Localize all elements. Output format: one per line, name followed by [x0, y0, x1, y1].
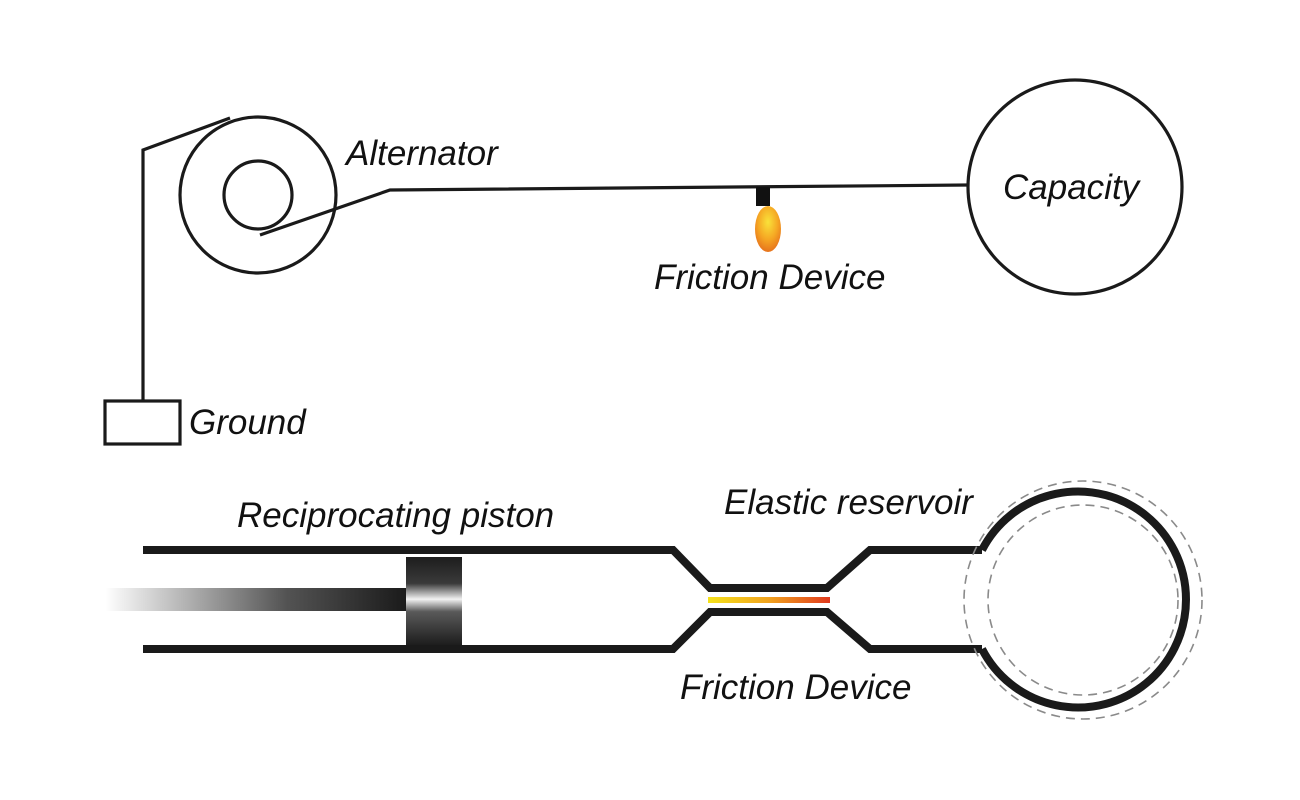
ground-label: Ground [189, 403, 307, 442]
bulb-icon [755, 187, 781, 252]
reciprocating-piston-label: Reciprocating piston [237, 496, 554, 535]
friction-device-label-bottom: Friction Device [680, 668, 911, 707]
friction-strip [708, 597, 830, 603]
reservoir-contracted-outline [987, 504, 1179, 696]
electrical-circuit: Alternator Capacity Friction Device Grou… [103, 78, 1184, 446]
capacity-circle [966, 78, 1184, 296]
reservoir-expanded-outline [963, 480, 1203, 720]
pipe-lower-wall [143, 608, 982, 653]
alternator-inner-coil [222, 159, 294, 231]
hydraulic-circuit: Reciprocating piston Elastic reservoir F… [105, 480, 1203, 720]
ground-box [103, 399, 182, 446]
alternator-outer-coil [178, 115, 338, 275]
piston-rod [105, 588, 407, 611]
elastic-reservoir-label: Elastic reservoir [724, 483, 974, 522]
friction-device-label-top: Friction Device [654, 258, 885, 297]
alternator-label: Alternator [344, 134, 499, 173]
capacity-label: Capacity [1003, 168, 1142, 207]
circuit-wire [259, 183, 969, 237]
ground-wire [141, 116, 231, 401]
reciprocating-piston [406, 557, 462, 645]
elastic-reservoir [978, 487, 1190, 712]
pipe-upper-wall [143, 546, 982, 592]
